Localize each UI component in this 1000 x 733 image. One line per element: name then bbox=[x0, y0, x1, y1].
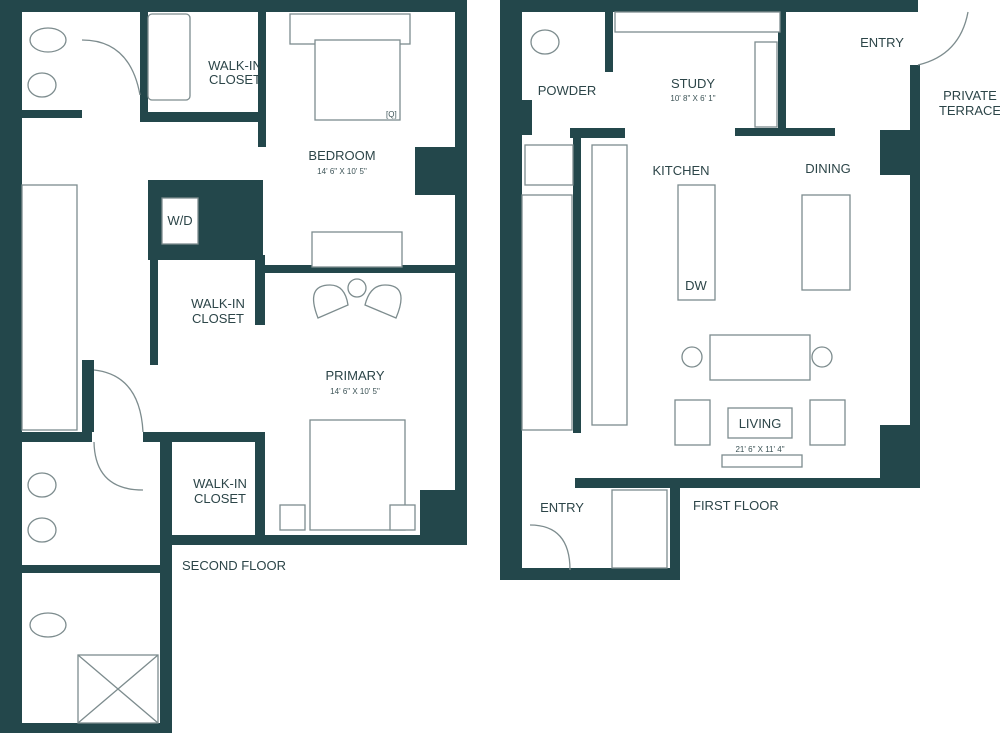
walk-in-closet-label: CLOSET bbox=[194, 491, 246, 506]
second-floor-title: SECOND FLOOR bbox=[182, 558, 286, 573]
walk-in-closet-label: WALK-IN bbox=[193, 476, 247, 491]
washer-dryer-label: W/D bbox=[167, 213, 192, 228]
room-labels: WALK-IN CLOSET BEDROOM 14' 6" X 10' 5" W… bbox=[167, 58, 396, 573]
primary-dimensions: 14' 6" X 10' 5" bbox=[330, 387, 380, 396]
fixtures bbox=[21, 13, 416, 724]
walk-in-closet-label: CLOSET bbox=[192, 311, 244, 326]
entry-label: ENTRY bbox=[860, 35, 904, 50]
primary-label: PRIMARY bbox=[326, 368, 385, 383]
living-label: LIVING bbox=[739, 416, 782, 431]
dining-label: DINING bbox=[805, 161, 851, 176]
dishwasher-label: DW bbox=[685, 278, 707, 293]
study-dimensions: 10' 8" X 6' 1" bbox=[670, 94, 715, 103]
living-label-box bbox=[727, 407, 793, 439]
kitchen-label: KITCHEN bbox=[652, 163, 709, 178]
walk-in-closet-label: WALK-IN bbox=[191, 296, 245, 311]
private-terrace-label: TERRACE bbox=[939, 103, 1000, 118]
entry-label: ENTRY bbox=[540, 500, 584, 515]
walk-in-closet-label: WALK-IN bbox=[208, 58, 262, 73]
first-floor-title: FIRST FLOOR bbox=[693, 498, 779, 513]
private-terrace-label: PRIVATE bbox=[943, 88, 997, 103]
queen-bed-tag: [Q] bbox=[386, 110, 397, 119]
fixtures: DW bbox=[521, 11, 969, 571]
living-dimensions: 21' 6" X 11' 4" bbox=[735, 445, 784, 454]
bedroom-dimensions: 14' 6" X 10' 5" bbox=[317, 167, 367, 176]
study-label: STUDY bbox=[671, 76, 715, 91]
room-labels: POWDER STUDY 10' 8" X 6' 1" ENTRY PRIVAT… bbox=[538, 35, 1000, 515]
second-floor-plan: WALK-IN CLOSET BEDROOM 14' 6" X 10' 5" W… bbox=[0, 0, 467, 733]
powder-label: POWDER bbox=[538, 83, 597, 98]
walk-in-closet-label: CLOSET bbox=[209, 72, 261, 87]
walls bbox=[0, 0, 467, 733]
first-floor-plan: DW POWDER STUDY 10' 8" X 6' 1" ENTRY PRI… bbox=[500, 0, 1000, 580]
walls bbox=[500, 0, 920, 580]
bedroom-label: BEDROOM bbox=[308, 148, 375, 163]
